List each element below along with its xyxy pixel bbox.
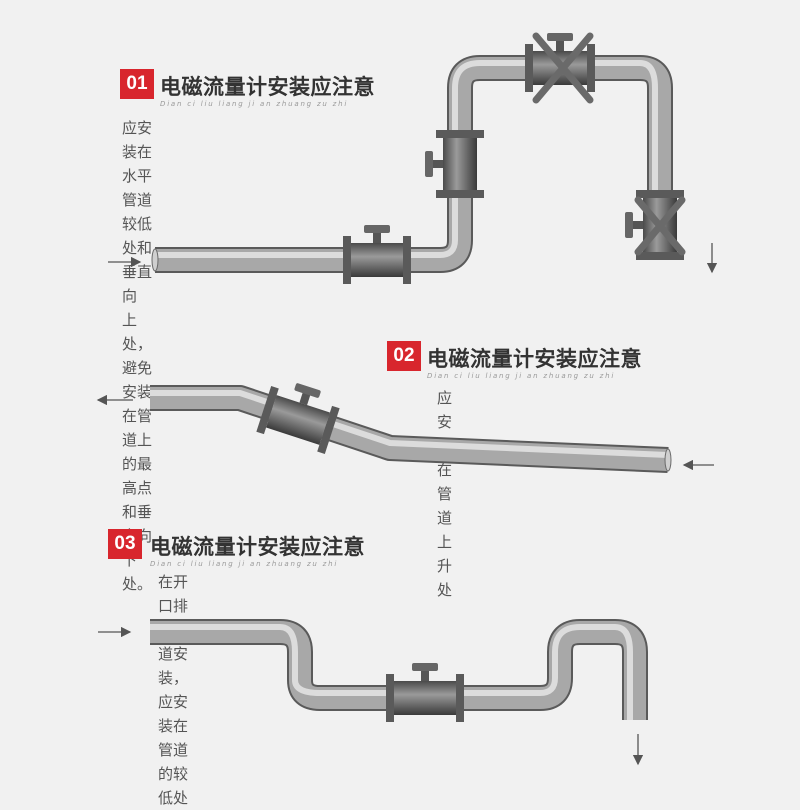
- cross-mark-icon: [634, 196, 686, 256]
- pipe-route-02: [96, 383, 714, 473]
- pipe-route-01: [108, 32, 718, 284]
- flowmeter-horizontal-01: [343, 225, 411, 284]
- flowmeter-rising-02: [256, 383, 340, 454]
- section-03-pinyin: Dian ci liu liang ji an zhuang zu zhi: [150, 560, 339, 568]
- flowmeter-low-03: [386, 663, 464, 722]
- section-01-title: 电磁流量计安装应注意: [160, 75, 375, 99]
- flowmeter-top-crossed: [525, 32, 595, 104]
- section-02-pinyin: Dian ci liu liang ji an zhuang zu zhi: [427, 372, 616, 380]
- section-02-title: 电磁流量计安装应注意: [427, 347, 642, 371]
- pipe-route-03: [98, 619, 648, 766]
- section-02-badge: 02: [387, 341, 421, 371]
- section-02-description: 应安装在管道上升处: [437, 386, 452, 602]
- flowmeter-vertical-01: [425, 130, 484, 198]
- section-03-title: 电磁流量计安装应注意: [150, 535, 365, 559]
- cross-mark-icon: [532, 32, 594, 104]
- flowmeter-down-crossed: [625, 190, 686, 260]
- section-01-pinyin: Dian ci liu liang ji an zhuang zu zhi: [160, 100, 349, 108]
- section-01-desc-line-2: 上处，避免安装在管道上的最高点: [122, 311, 153, 497]
- section-01-badge: 01: [120, 69, 154, 99]
- section-02-desc-line-1: 应安装在管道上升处: [437, 389, 453, 599]
- section-03-badge: 03: [108, 529, 142, 559]
- section-01-desc-line-1: 应安装在水平管道较低处和垂直向: [122, 119, 153, 305]
